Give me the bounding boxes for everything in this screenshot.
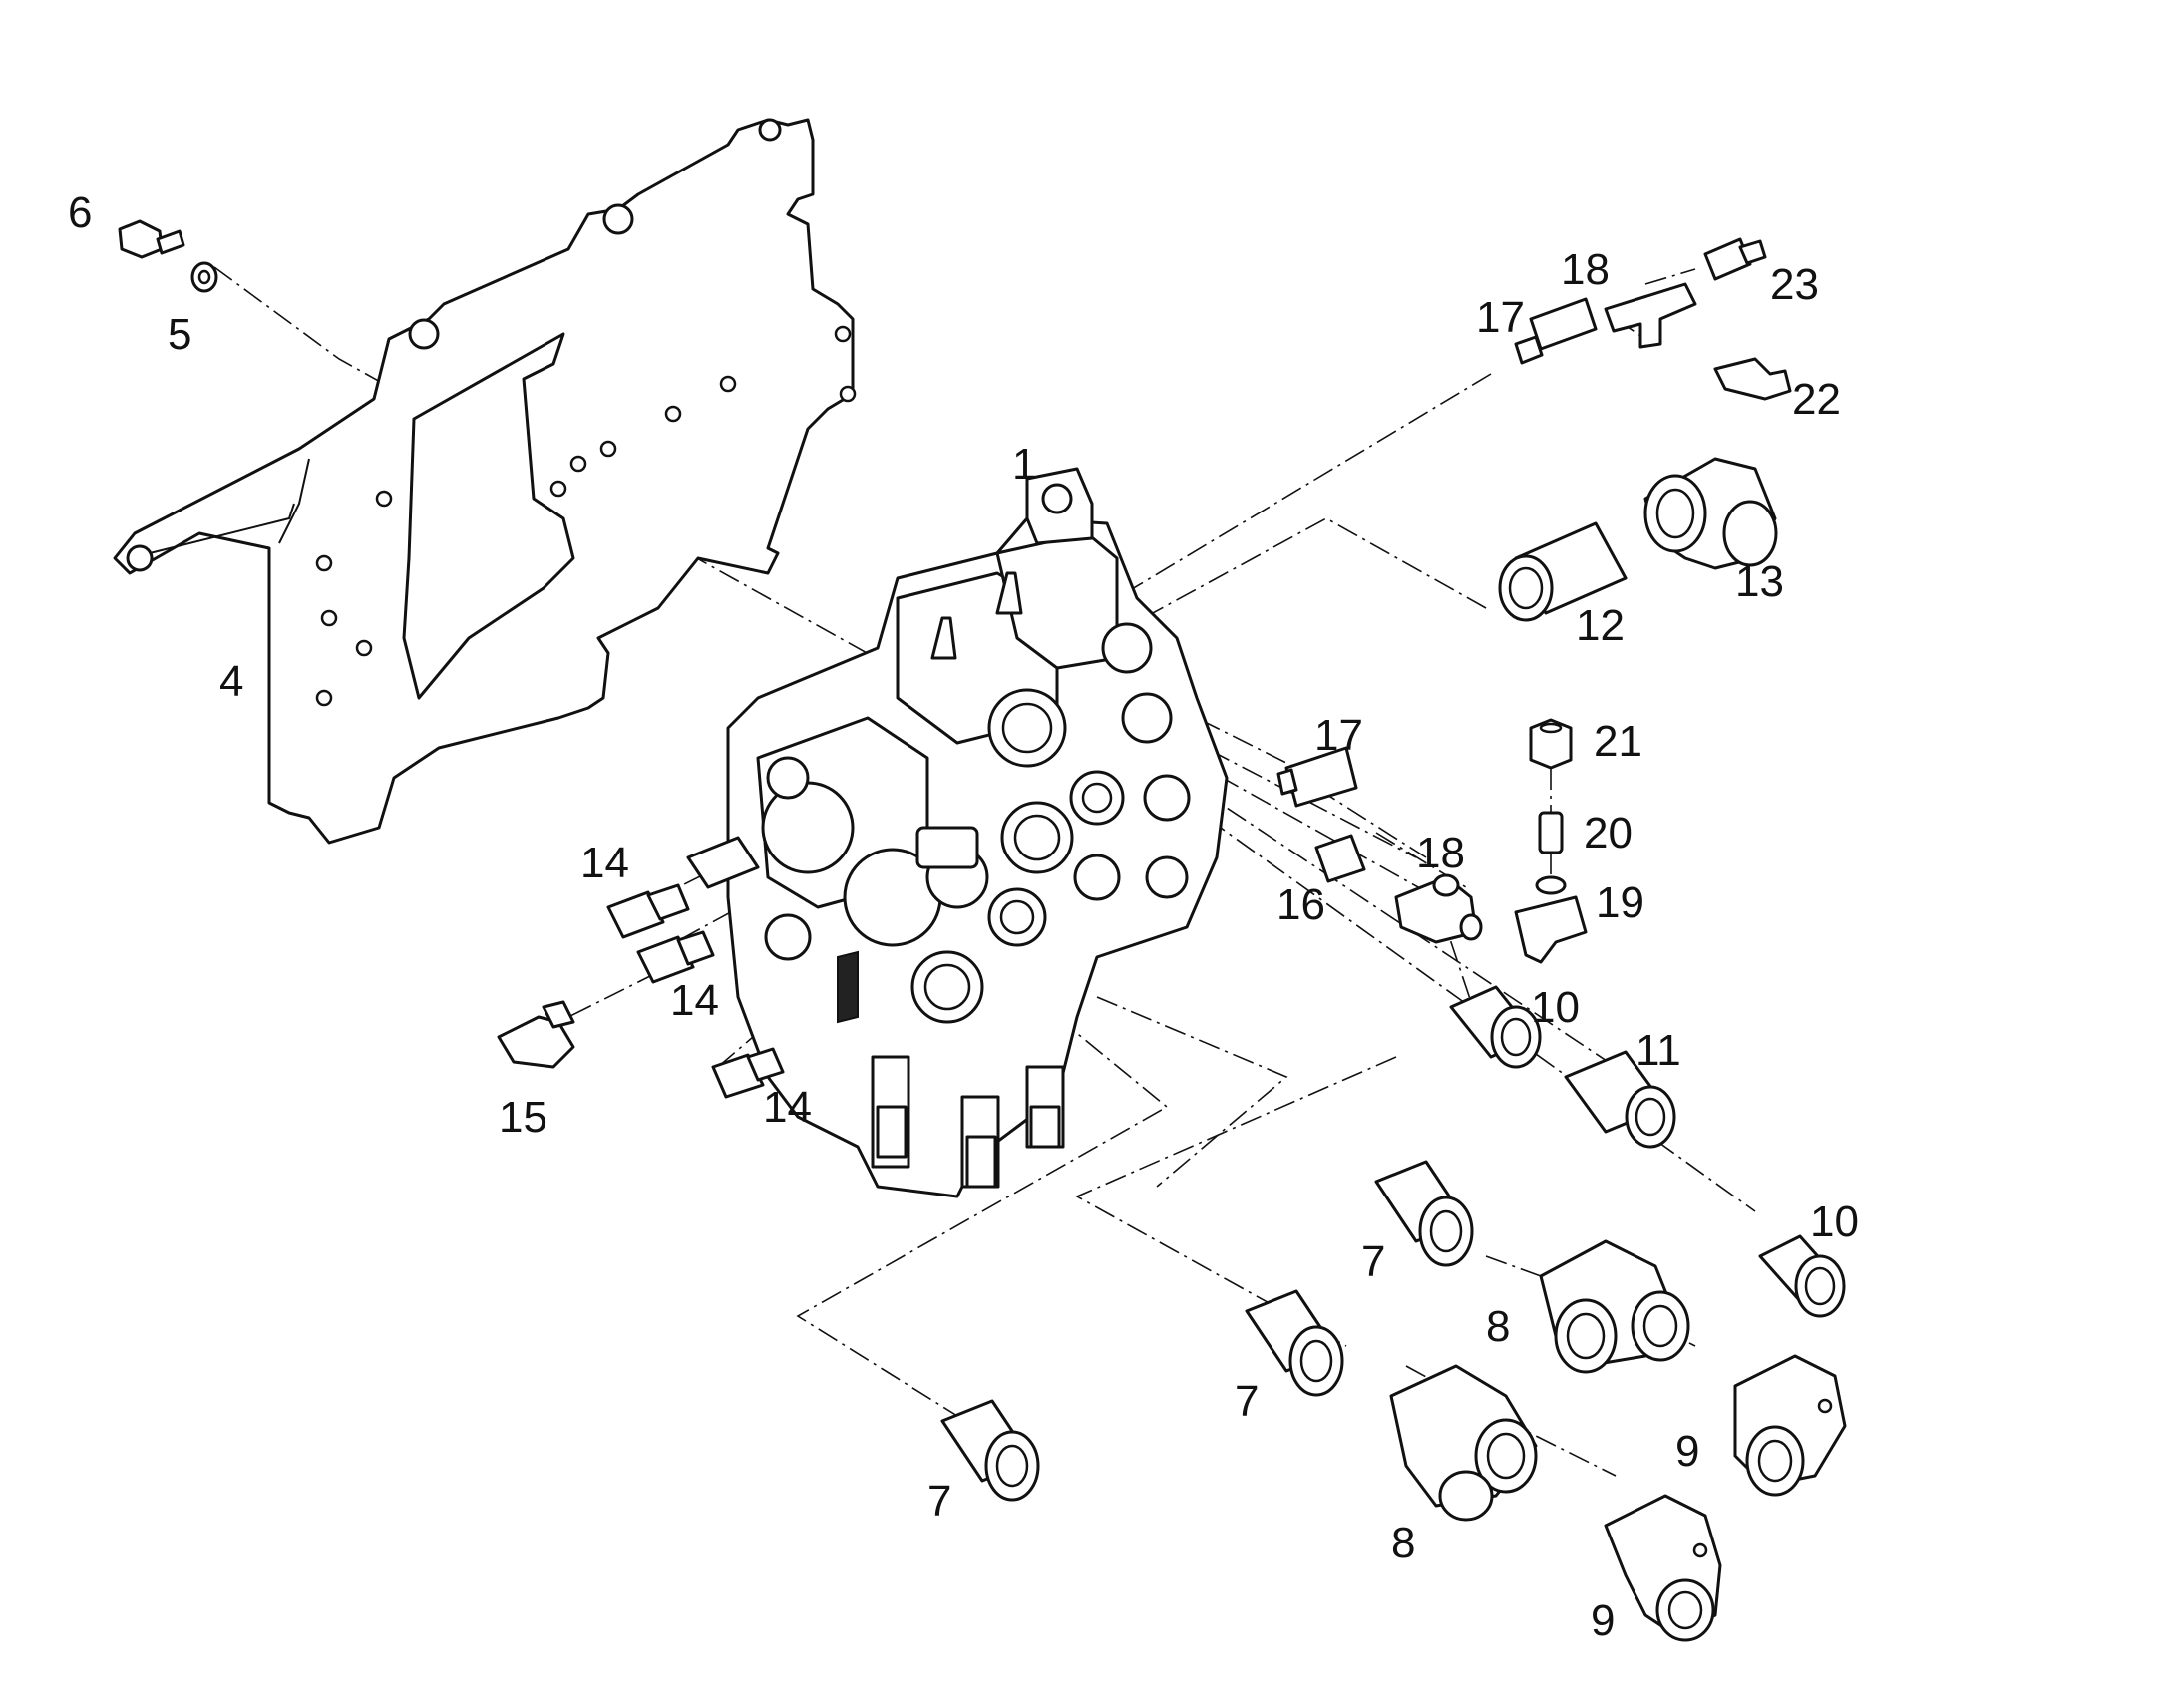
elbow-fitting-small <box>1713 357 1792 401</box>
callout-16: 16 <box>1276 880 1325 929</box>
tee-fitting-upper <box>1604 282 1697 349</box>
callout-23: 23 <box>1770 260 1819 309</box>
callout-9: 9 <box>1675 1427 1699 1476</box>
callout-6: 6 <box>68 188 92 237</box>
callout-8: 8 <box>1486 1302 1510 1351</box>
adapter-fitting-middle <box>1276 746 1358 808</box>
adapter-fitting-large <box>1498 521 1628 622</box>
adapter-fitting-upper <box>1514 297 1598 365</box>
callout-20: 20 <box>1584 809 1633 857</box>
callout-17: 17 <box>1476 293 1525 342</box>
callout-8: 8 <box>1391 1519 1415 1567</box>
callout-7: 7 <box>1235 1377 1259 1426</box>
callout-19: 19 <box>1596 878 1644 927</box>
callout-10: 10 <box>1810 1197 1859 1246</box>
tee-fitting-right <box>1514 875 1588 964</box>
elbow-connector-15 <box>497 1000 575 1069</box>
bolt <box>118 219 185 259</box>
mounting-plate <box>113 118 857 845</box>
callout-11: 11 <box>1635 1026 1681 1075</box>
callout-14: 14 <box>763 1083 812 1132</box>
straight-adapter-10-lower <box>1758 1234 1846 1318</box>
plug-14-lower <box>711 1047 785 1099</box>
washer <box>190 261 218 293</box>
callout-18: 18 <box>1561 245 1610 294</box>
callout-21: 21 <box>1594 717 1642 766</box>
hex-nut <box>1529 718 1573 770</box>
swivel-adapter-11 <box>1564 1050 1676 1149</box>
callout-7: 7 <box>1361 1237 1385 1286</box>
callout-17: 17 <box>1314 711 1363 760</box>
callout-10: 10 <box>1531 983 1580 1032</box>
straight-adapter-7-upper <box>1374 1160 1474 1267</box>
callout-18: 18 <box>1416 829 1465 877</box>
callout-12: 12 <box>1576 601 1625 650</box>
callout-1: 1 <box>1012 440 1036 489</box>
straight-connector-small <box>1703 237 1767 281</box>
callout-15: 15 <box>499 1093 547 1142</box>
elbow-fitting-9-upper <box>1733 1354 1847 1497</box>
plug-14-upper <box>606 883 690 939</box>
tee-fitting-middle <box>1394 873 1483 944</box>
callout-4: 4 <box>219 657 243 706</box>
callout-14: 14 <box>580 839 629 887</box>
straight-adapter-7-lower <box>940 1399 1040 1502</box>
elbow-fitting-9-lower <box>1604 1494 1722 1642</box>
callout-5: 5 <box>168 310 191 359</box>
control-valve-block <box>686 467 1229 1198</box>
bushing-fitting <box>1314 834 1366 883</box>
callout-13: 13 <box>1735 557 1784 606</box>
tee-fitting-8-upper <box>1539 1239 1690 1374</box>
callout-14: 14 <box>670 976 719 1025</box>
callout-labels: 1 4 5 6 7 7 7 8 8 9 9 10 10 11 12 13 14 … <box>68 188 1859 1645</box>
tee-fitting-8-lower <box>1389 1364 1538 1522</box>
callout-7: 7 <box>927 1477 951 1526</box>
callout-9: 9 <box>1591 1596 1615 1645</box>
callout-22: 22 <box>1792 375 1841 424</box>
plug-14-middle <box>636 930 715 984</box>
elbow-fitting-large <box>1643 457 1778 570</box>
nipple <box>1538 811 1564 854</box>
straight-adapter-10-upper <box>1449 985 1542 1069</box>
straight-adapter-7-middle <box>1245 1289 1344 1397</box>
